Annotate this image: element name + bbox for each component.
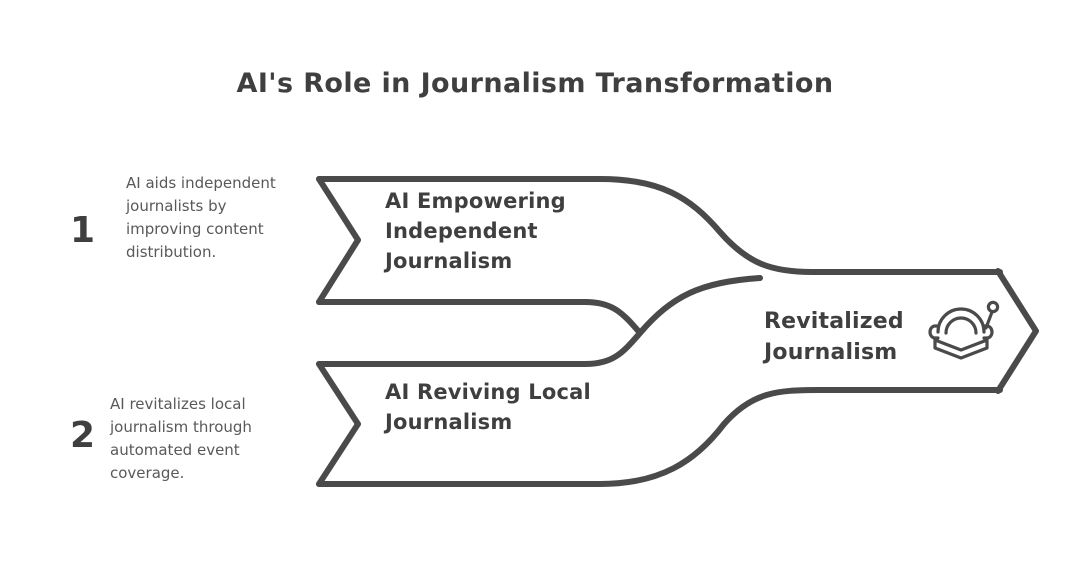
note-text-2: AI revitalizes local journalism through … — [110, 395, 252, 482]
band-2-shape — [316, 275, 763, 367]
band-1-shape — [316, 176, 1003, 275]
result-arrow-head — [995, 268, 1039, 394]
note-number-2: 2 — [70, 415, 96, 456]
result-label-revitalized-journalism: Revitalized Journalism — [764, 309, 904, 365]
note-number-1: 1 — [70, 210, 96, 251]
ai-robot-reading-book-icon — [928, 300, 1000, 360]
band-1-shape-bottom — [316, 299, 643, 336]
band-1-notch — [316, 176, 361, 305]
band-label-ai-reviving-local-journalism: AI Reviving Local Journalism — [385, 380, 591, 434]
band-label-ai-empowering-independent-journalism: AI Empowering Independent Journalism — [385, 189, 566, 273]
band-2-shape-bottom — [316, 387, 1003, 487]
band-2-notch — [316, 361, 361, 487]
note-text-1: AI aids independent journalists by impro… — [126, 174, 276, 261]
page-title: AI's Role in Journalism Transformation — [236, 68, 834, 99]
